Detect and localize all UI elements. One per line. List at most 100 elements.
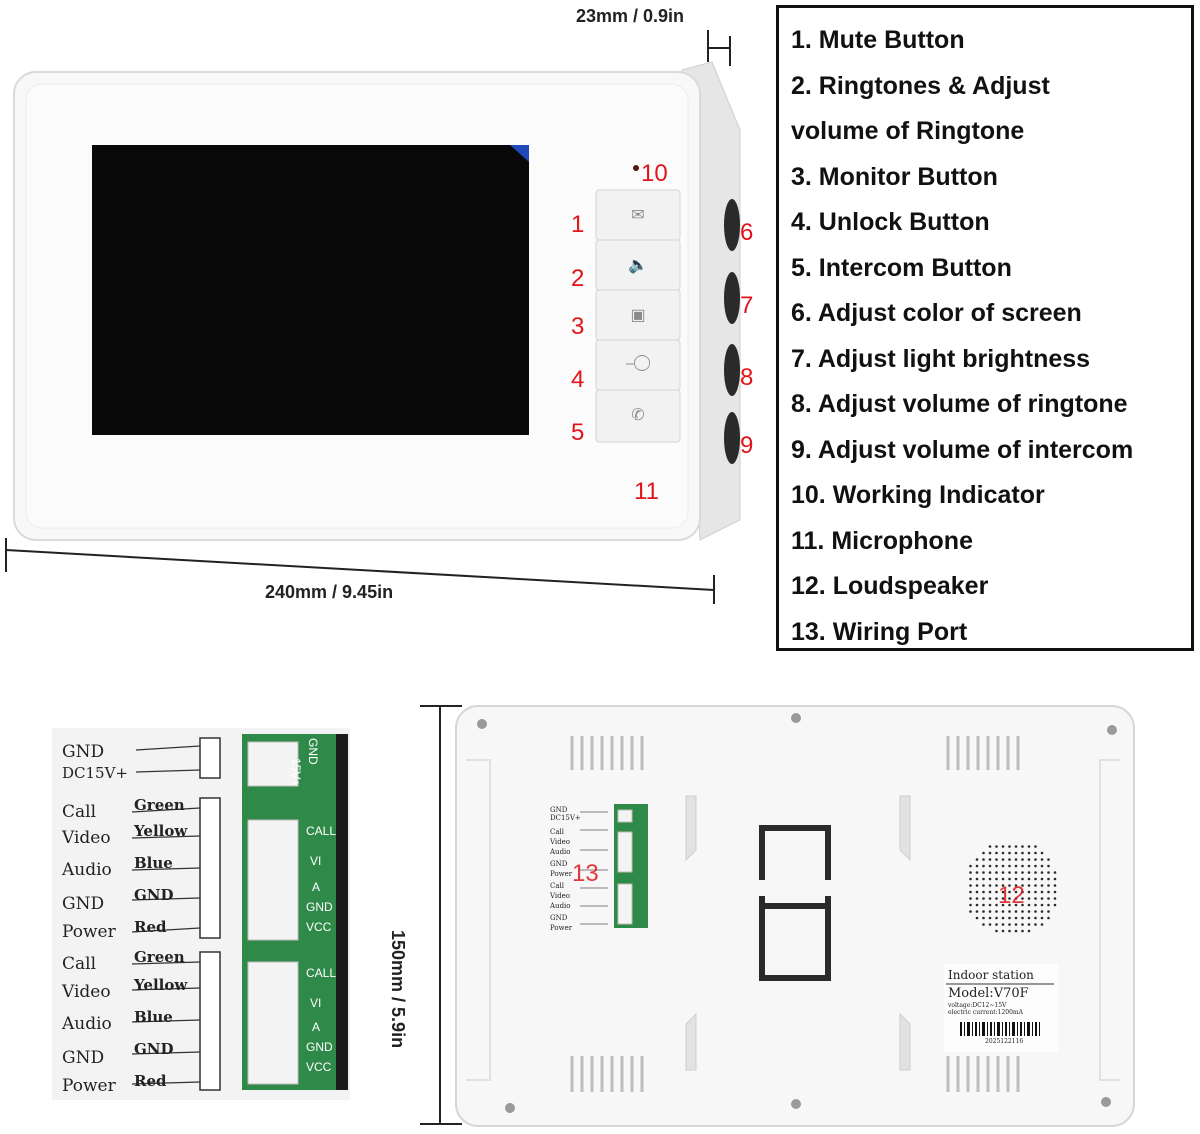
legend-item: 6. Adjust color of screen [791,299,1082,327]
depth-dimension-label: 23mm / 0.9in [576,6,685,26]
channel1-power: Power [62,922,116,942]
channel1-color-yellow: Yellow [134,822,188,840]
channel1-color-green: Green [134,796,185,814]
callout-5: 5 [571,419,585,446]
callout-3: 3 [571,313,585,340]
callout-2: 2 [571,265,585,292]
center-bracket [759,825,831,981]
feature-legend: 1. Mute Button 2. Ringtones & Adjust vol… [776,5,1194,651]
channel2-audio: Audio [62,1014,112,1034]
back-wiring-gnd: GND [550,806,568,814]
width-dimension-marker [5,538,715,604]
barcode [960,1022,1040,1036]
back-wiring-gnd2: GND [550,860,568,868]
label-current: electric current:1200mA [948,1009,1023,1016]
legend-item: 8. Adjust volume of ringtone [791,390,1128,418]
callout-4: 4 [571,366,585,393]
legend-item: 13. Wiring Port [791,617,968,646]
label-model: Model:V70F [948,986,1029,1001]
channel2-video: Video [62,982,111,1002]
back-wiring-gnd3: GND [550,914,568,922]
wire-label-gnd: GND [62,742,105,762]
pcb-label-gnd: GND [306,1040,333,1054]
vent-slots [570,736,1020,1092]
screen [92,145,529,435]
channel1-audio: Audio [62,860,112,880]
pcb-label-vi: VI [310,854,322,868]
pcb-label-vcc: VCC [306,1060,332,1074]
key-icon: ⎯◯ [625,355,651,372]
label-serial: 2025122116 [985,1038,1024,1045]
legend-item: 10. Working Indicator [791,481,1045,509]
back-wiring-call: Call [550,828,565,836]
pcb-label-vi: VI [310,996,322,1010]
rating-label [944,964,1058,1052]
channel2-power: Power [62,1076,116,1096]
back-wiring-dc15v: DC15V+ [550,814,581,822]
channel1-color-gnd: GND [134,886,174,904]
legend-item: 3. Monitor Button [791,162,998,191]
phone-icon: ✆ [631,407,645,424]
label-voltage: voltage:DC12~15V [948,1002,1007,1009]
legend-item: 11. Microphone [791,526,973,555]
channel2-gnd: GND [62,1048,105,1068]
legend-item: volume of Ringtone [791,117,1025,145]
terminal-blocks [199,737,221,1091]
callout-8: 8 [740,364,754,391]
side-knobs [724,199,740,464]
callout-6: 6 [740,219,754,246]
legend-item: 1. Mute Button [791,26,965,54]
mounting-slots [685,795,911,1071]
legend-item: 9. Adjust volume of intercom [791,435,1134,464]
contact-icon: ▣ [630,307,646,324]
channel2-color-yellow: Yellow [134,976,188,994]
back-wiring-video: Video [550,838,571,846]
height-dimension-marker [420,705,462,1125]
channel2-call: Call [62,954,97,974]
back-wiring-power2: Power [550,924,573,932]
label-title: Indoor station [948,968,1034,982]
pcb-label-call: CALL [306,966,337,980]
speaker-icon: 🔈 [628,257,648,274]
working-indicator-dot [633,165,639,171]
loudspeaker-grille [969,845,1057,933]
pcb-label-a: A [312,1020,321,1034]
channel1-gnd: GND [62,894,105,914]
legend-item: 4. Unlock Button [791,208,990,236]
callout-13: 13 [572,860,599,887]
channel1-color-red: Red [134,918,167,936]
back-view-diagram [420,705,1135,1127]
channel2-color-green: Green [134,948,185,966]
depth-dimension-marker [707,30,731,66]
channel2-color-red: Red [134,1072,167,1090]
pcb-label-gnd: GND [306,900,333,914]
back-wiring-power: Power [550,870,573,878]
callout-11: 11 [634,478,659,505]
channel2-color-blue: Blue [134,1008,173,1026]
wiring-lines [131,734,348,1091]
back-wiring-call2: Call [550,882,565,890]
channel1-color-blue: Blue [134,854,173,872]
pcb-connectors [247,741,299,1085]
legend-item: 12. Loudspeaker [791,572,989,600]
pcb-label-gnd-power: GND [306,738,320,765]
callout-7: 7 [740,292,754,319]
callout-9: 9 [740,432,754,459]
pcb-label-call: CALL [306,824,337,838]
pcb-label-a: A [312,880,321,894]
pcb-label-vcc: VCC [306,920,332,934]
back-wiring-video2: Video [550,892,571,900]
wire-label-dc15v: DC15V+ [62,764,128,782]
back-wiring-audio2: Audio [550,902,571,910]
button-panel [595,189,681,443]
width-dimension-label: 240mm / 9.45in [265,582,394,602]
screws [477,713,1117,1113]
callout-12: 12 [998,882,1025,909]
mail-icon: ✉ [631,207,645,224]
channel1-video: Video [62,828,111,848]
legend-item: 7. Adjust light brightness [791,344,1091,373]
channel1-call: Call [62,802,97,822]
front-view-diagram [5,30,741,604]
wiring-diagram: GND DC15V+ Call Video Audio GND Power Gr… [52,728,350,1100]
height-dimension-label: 150mm / 5.9in [388,930,408,1049]
